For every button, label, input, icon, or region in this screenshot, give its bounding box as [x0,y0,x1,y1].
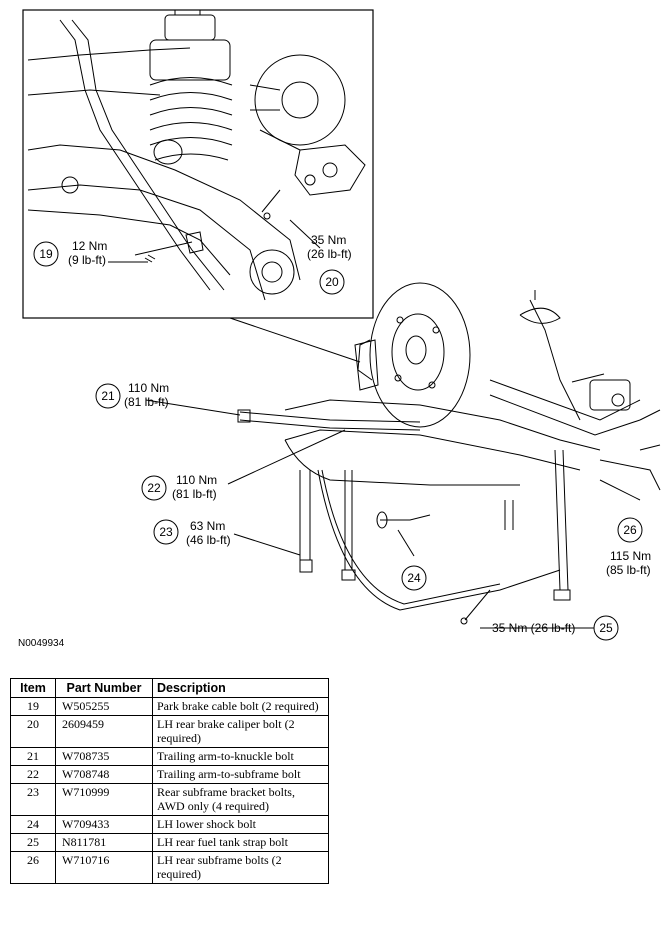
description-cell: LH rear fuel tank strap bolt [152,833,329,852]
table-row: 26 W710716 LH rear subframe bolts (2 req… [10,851,329,884]
main-suspension-drawing [237,282,661,625]
svg-text:22: 22 [147,481,161,495]
part-number-cell: W709433 [55,815,153,834]
table-row: 22 W708748 Trailing arm-to-subframe bolt [10,765,329,784]
svg-text:12 Nm: 12 Nm [72,239,107,253]
table-row: 19 W505255 Park brake cable bolt (2 requ… [10,697,329,716]
callout-26: 26 115 Nm (85 lb-ft) [606,517,651,577]
callout-25: 35 Nm (26 lb-ft) 25 [492,615,619,641]
item-cell: 25 [10,833,56,852]
column-header-part-number: Part Number [55,678,153,698]
description-cell: Trailing arm-to-subframe bolt [152,765,329,784]
suspension-illustration: 19 12 Nm (9 lb-ft) 35 Nm (26 lb-ft) 20 2… [22,9,661,641]
svg-text:(85 lb-ft): (85 lb-ft) [606,563,651,577]
table-row: 25 N811781 LH rear fuel tank strap bolt [10,833,329,852]
item-cell: 21 [10,747,56,766]
svg-text:25: 25 [599,621,613,635]
description-cell: Park brake cable bolt (2 required) [152,697,329,716]
svg-text:23: 23 [159,525,173,539]
table-row: 24 W709433 LH lower shock bolt [10,815,329,834]
svg-text:21: 21 [101,389,115,403]
callout-22: 22 110 Nm (81 lb-ft) [141,473,217,501]
svg-text:(81 lb-ft): (81 lb-ft) [124,395,169,409]
table-row: 20 2609459 LH rear brake caliper bolt (2… [10,715,329,748]
callout-20: 35 Nm (26 lb-ft) 20 [307,233,352,295]
svg-text:24: 24 [407,571,421,585]
svg-text:26: 26 [623,523,637,537]
part-number-cell: W710999 [55,783,153,816]
part-number-cell: W505255 [55,697,153,716]
svg-text:(81 lb-ft): (81 lb-ft) [172,487,217,501]
part-number-cell: 2609459 [55,715,153,748]
svg-text:(46 lb-ft): (46 lb-ft) [186,533,231,547]
svg-text:115 Nm: 115 Nm [610,549,651,563]
item-cell: 20 [10,715,56,748]
inset-leader-line [229,317,361,363]
svg-text:(9 lb-ft): (9 lb-ft) [68,253,106,267]
description-cell: LH rear brake caliper bolt (2 required) [152,715,329,748]
item-cell: 24 [10,815,56,834]
svg-text:110 Nm: 110 Nm [176,473,217,487]
svg-text:110 Nm: 110 Nm [128,381,169,395]
description-cell: LH lower shock bolt [152,815,329,834]
callout-24: 24 [401,565,427,591]
figure-reference: N0049934 [18,638,65,649]
column-header-item: Item [10,678,56,698]
item-cell: 23 [10,783,56,816]
svg-text:63 Nm: 63 Nm [190,519,225,533]
description-cell: Trailing arm-to-knuckle bolt [152,747,329,766]
item-cell: 26 [10,851,56,884]
svg-text:35 Nm: 35 Nm [311,233,346,247]
parts-table: Item Part Number Description 19 W505255 … [10,678,329,884]
svg-text:20: 20 [325,275,339,289]
table-row: 23 W710999 Rear subframe bracket bolts, … [10,783,329,816]
item-cell: 22 [10,765,56,784]
column-header-description: Description [152,678,329,698]
detail-inset-frame [22,9,374,319]
description-cell: LH rear subframe bolts (2 required) [152,851,329,884]
inset-suspension-drawing [27,10,366,301]
callout-19: 19 12 Nm (9 lb-ft) [33,239,107,267]
svg-text:35 Nm (26 lb-ft): 35 Nm (26 lb-ft) [492,621,575,635]
part-number-cell: N811781 [55,833,153,852]
part-number-cell: W708735 [55,747,153,766]
svg-text:19: 19 [39,247,53,261]
callout-23: 23 63 Nm (46 lb-ft) [153,519,231,547]
description-cell: Rear subframe bracket bolts, AWD only (4… [152,783,329,816]
svg-text:(26 lb-ft): (26 lb-ft) [307,247,352,261]
table-header-row: Item Part Number Description [10,678,329,698]
table-row: 21 W708735 Trailing arm-to-knuckle bolt [10,747,329,766]
item-cell: 19 [10,697,56,716]
part-number-cell: W708748 [55,765,153,784]
callout-21: 21 110 Nm (81 lb-ft) [95,381,169,409]
part-number-cell: W710716 [55,851,153,884]
